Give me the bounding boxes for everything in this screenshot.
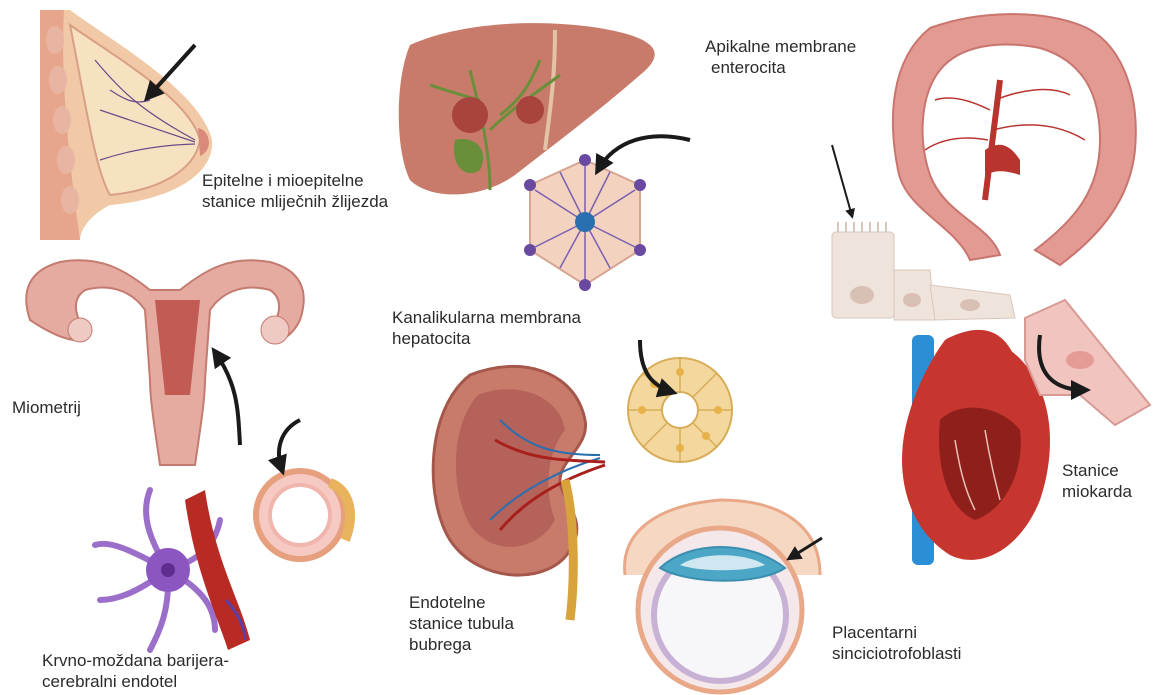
label-hepatocyte: Kanalikularna membrana hepatocita	[392, 307, 581, 349]
label-bbb-line1: Krvno-moždana barijera-	[42, 650, 229, 671]
label-mammary: Epitelne i mioepitelne stanice mliječnih…	[202, 170, 388, 212]
label-kidney-line1: Endotelne	[409, 592, 514, 613]
label-enterocyte-line2: enterocita	[705, 57, 856, 78]
label-hepatocyte-line1: Kanalikularna membrana	[392, 307, 581, 328]
label-myocardium-line2: miokarda	[1062, 481, 1132, 502]
kidney-icon	[433, 366, 605, 620]
heart-icon	[902, 335, 1050, 565]
liver-icon	[399, 23, 655, 194]
label-mammary-line2: stanice mliječnih žlijezda	[202, 191, 388, 212]
label-mammary-line1: Epitelne i mioepitelne	[202, 170, 388, 191]
label-placenta-line1: Placentarni	[832, 622, 961, 643]
breast-icon	[40, 10, 212, 240]
label-hepatocyte-line2: hepatocita	[392, 328, 581, 349]
label-kidney-line2: stanice tubula	[409, 613, 514, 634]
label-enterocyte: Apikalne membrane enterocita	[705, 36, 856, 78]
label-enterocyte-line1: Apikalne membrane	[705, 36, 856, 57]
uterus-icon	[26, 260, 304, 465]
blastocyst-placenta-icon	[625, 500, 822, 692]
capillary-ring-icon	[256, 420, 350, 559]
label-placenta-line2: sinciciotrofoblasti	[832, 643, 961, 664]
label-bbb-line2: cerebralni endotel	[42, 671, 229, 692]
label-myometrium-line1: Miometrij	[12, 397, 81, 418]
label-kidney-line3: bubrega	[409, 634, 514, 655]
tubule-cross-section-icon	[628, 340, 732, 462]
label-myometrium: Miometrij	[12, 397, 81, 418]
label-myocardium-line1: Stanice	[1062, 460, 1132, 481]
hepatocyte-lobule-icon	[524, 136, 690, 291]
label-myocardium: Stanice miokarda	[1062, 460, 1132, 502]
label-placenta: Placentarni sinciciotrofoblasti	[832, 622, 961, 664]
label-kidney: Endotelne stanice tubula bubrega	[409, 592, 514, 655]
colon-icon	[893, 14, 1136, 265]
label-bbb: Krvno-moždana barijera- cerebralni endot…	[42, 650, 229, 692]
